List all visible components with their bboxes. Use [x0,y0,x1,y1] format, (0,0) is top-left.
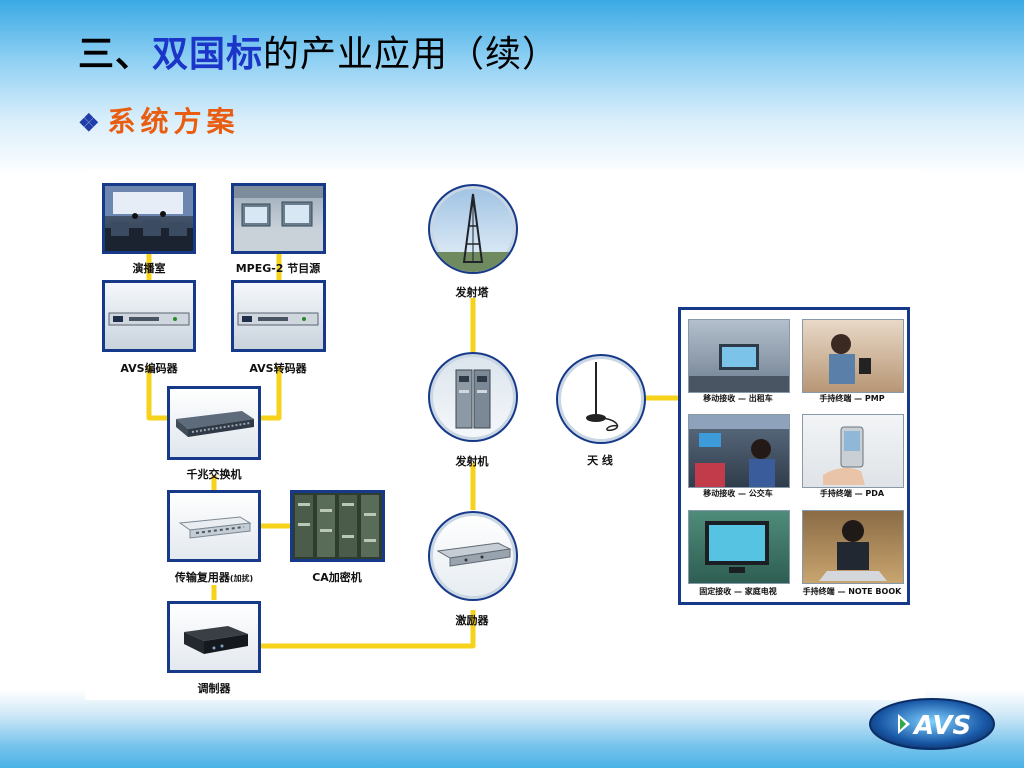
taxi-screen-icon [689,344,789,392]
avs-transcoder-photo [231,280,326,352]
bus-interior-icon [689,415,789,487]
line-modulator-exciter [261,610,476,649]
tower-icon [430,193,516,272]
avs-encoder-photo [102,280,196,352]
antenna-photo [556,354,646,444]
page-title: 三、双国标的产业应用（续） [78,32,559,78]
mpeg2-source-label: MPEG-2 节目源 [235,262,321,275]
modulator-box-icon [184,626,248,654]
transmitter-photo [428,352,518,442]
title-prefix: 三、 [78,34,153,75]
connector-lines [146,252,678,649]
avs-logo: AVS [868,698,996,750]
pmp-photo [802,319,904,393]
modulator-photo [167,601,261,673]
network-switch-icon [176,411,254,437]
logo-text: AVS [912,711,971,741]
line-encoder-switch [146,366,169,421]
transmit-tower-label: 发射塔 [455,286,489,299]
multiplexer-photo [167,490,261,562]
avs-logo-icon: AVS [869,698,995,750]
notebook-photo [802,510,904,584]
title-highlight: 双国标 [152,34,264,75]
television-icon [705,521,769,573]
avs-encoder-label: AVS编码器 [120,362,178,375]
multiplexer-label: 传输复用器(加扰) [134,569,294,585]
antenna-icon [586,362,619,432]
system-diagram: 演播室 MPEG-2 节目源 AVS编码器 AVS转码器 [85,170,925,700]
transmitter-cabinet-icon [455,369,491,429]
ca-encryptor-photo [290,490,385,562]
monitors-icon [234,186,323,251]
terminal-label-notebook: 手持终端 — NOTE BOOK [802,587,902,596]
pda-hand-icon [823,426,865,485]
rack-unit-icon [108,312,190,326]
server-racks-icon [295,495,379,557]
home-tv-photo [688,510,790,584]
modulator-label: 调制器 [197,682,231,695]
taxi-photo [688,319,790,393]
exciter-label: 激励器 [455,614,489,627]
mpeg2-source-photo [231,183,326,254]
terminal-label-pmp: 手持终端 — PMP [819,394,885,403]
terminal-label-bus: 移动接收 — 公交车 [703,489,773,498]
multiplexer-label-text: 传输复用器 [174,571,230,584]
terminal-label-taxi: 移动接收 — 出租车 [703,394,773,403]
studio-scene-icon [105,186,193,251]
person-pmp-icon [829,334,871,384]
terminal-label-pda: 手持终端 — PDA [819,489,885,498]
title-rest: 的产业应用（续） [263,34,560,75]
antenna-label: 天 线 [587,454,613,467]
rack-unit-icon [237,312,319,326]
terminal-label-home-tv: 固定接收 — 家庭电视 [699,587,777,596]
multiplexer-device-icon [178,516,252,539]
person-notebook-icon [819,520,887,581]
transmitter-label: 发射机 [455,455,489,468]
line-transcoder-switch [259,366,282,421]
multiplexer-label-note: (加扰) [229,574,254,583]
diamond-bullet-icon: ❖ [78,108,100,137]
exciter-photo [428,511,518,601]
ca-encryptor-label: CA加密机 [312,571,362,584]
studio-photo [102,183,196,254]
bus-photo [688,414,790,488]
pda-photo [802,414,904,488]
subtitle-text: 系统方案 [107,105,240,138]
transmit-tower-photo [428,184,518,274]
subtitle: ❖系统方案 [78,104,240,141]
gigabit-switch-photo [167,386,261,460]
studio-label: 演播室 [132,262,166,275]
avs-transcoder-label: AVS转码器 [249,362,307,375]
receiving-terminals-panel: 移动接收 — 出租车 手持终端 — PMP 移动接收 — 公交车 手持终端 — … [678,307,910,605]
exciter-unit-icon [436,542,512,567]
gigabit-switch-label: 千兆交换机 [186,468,242,481]
